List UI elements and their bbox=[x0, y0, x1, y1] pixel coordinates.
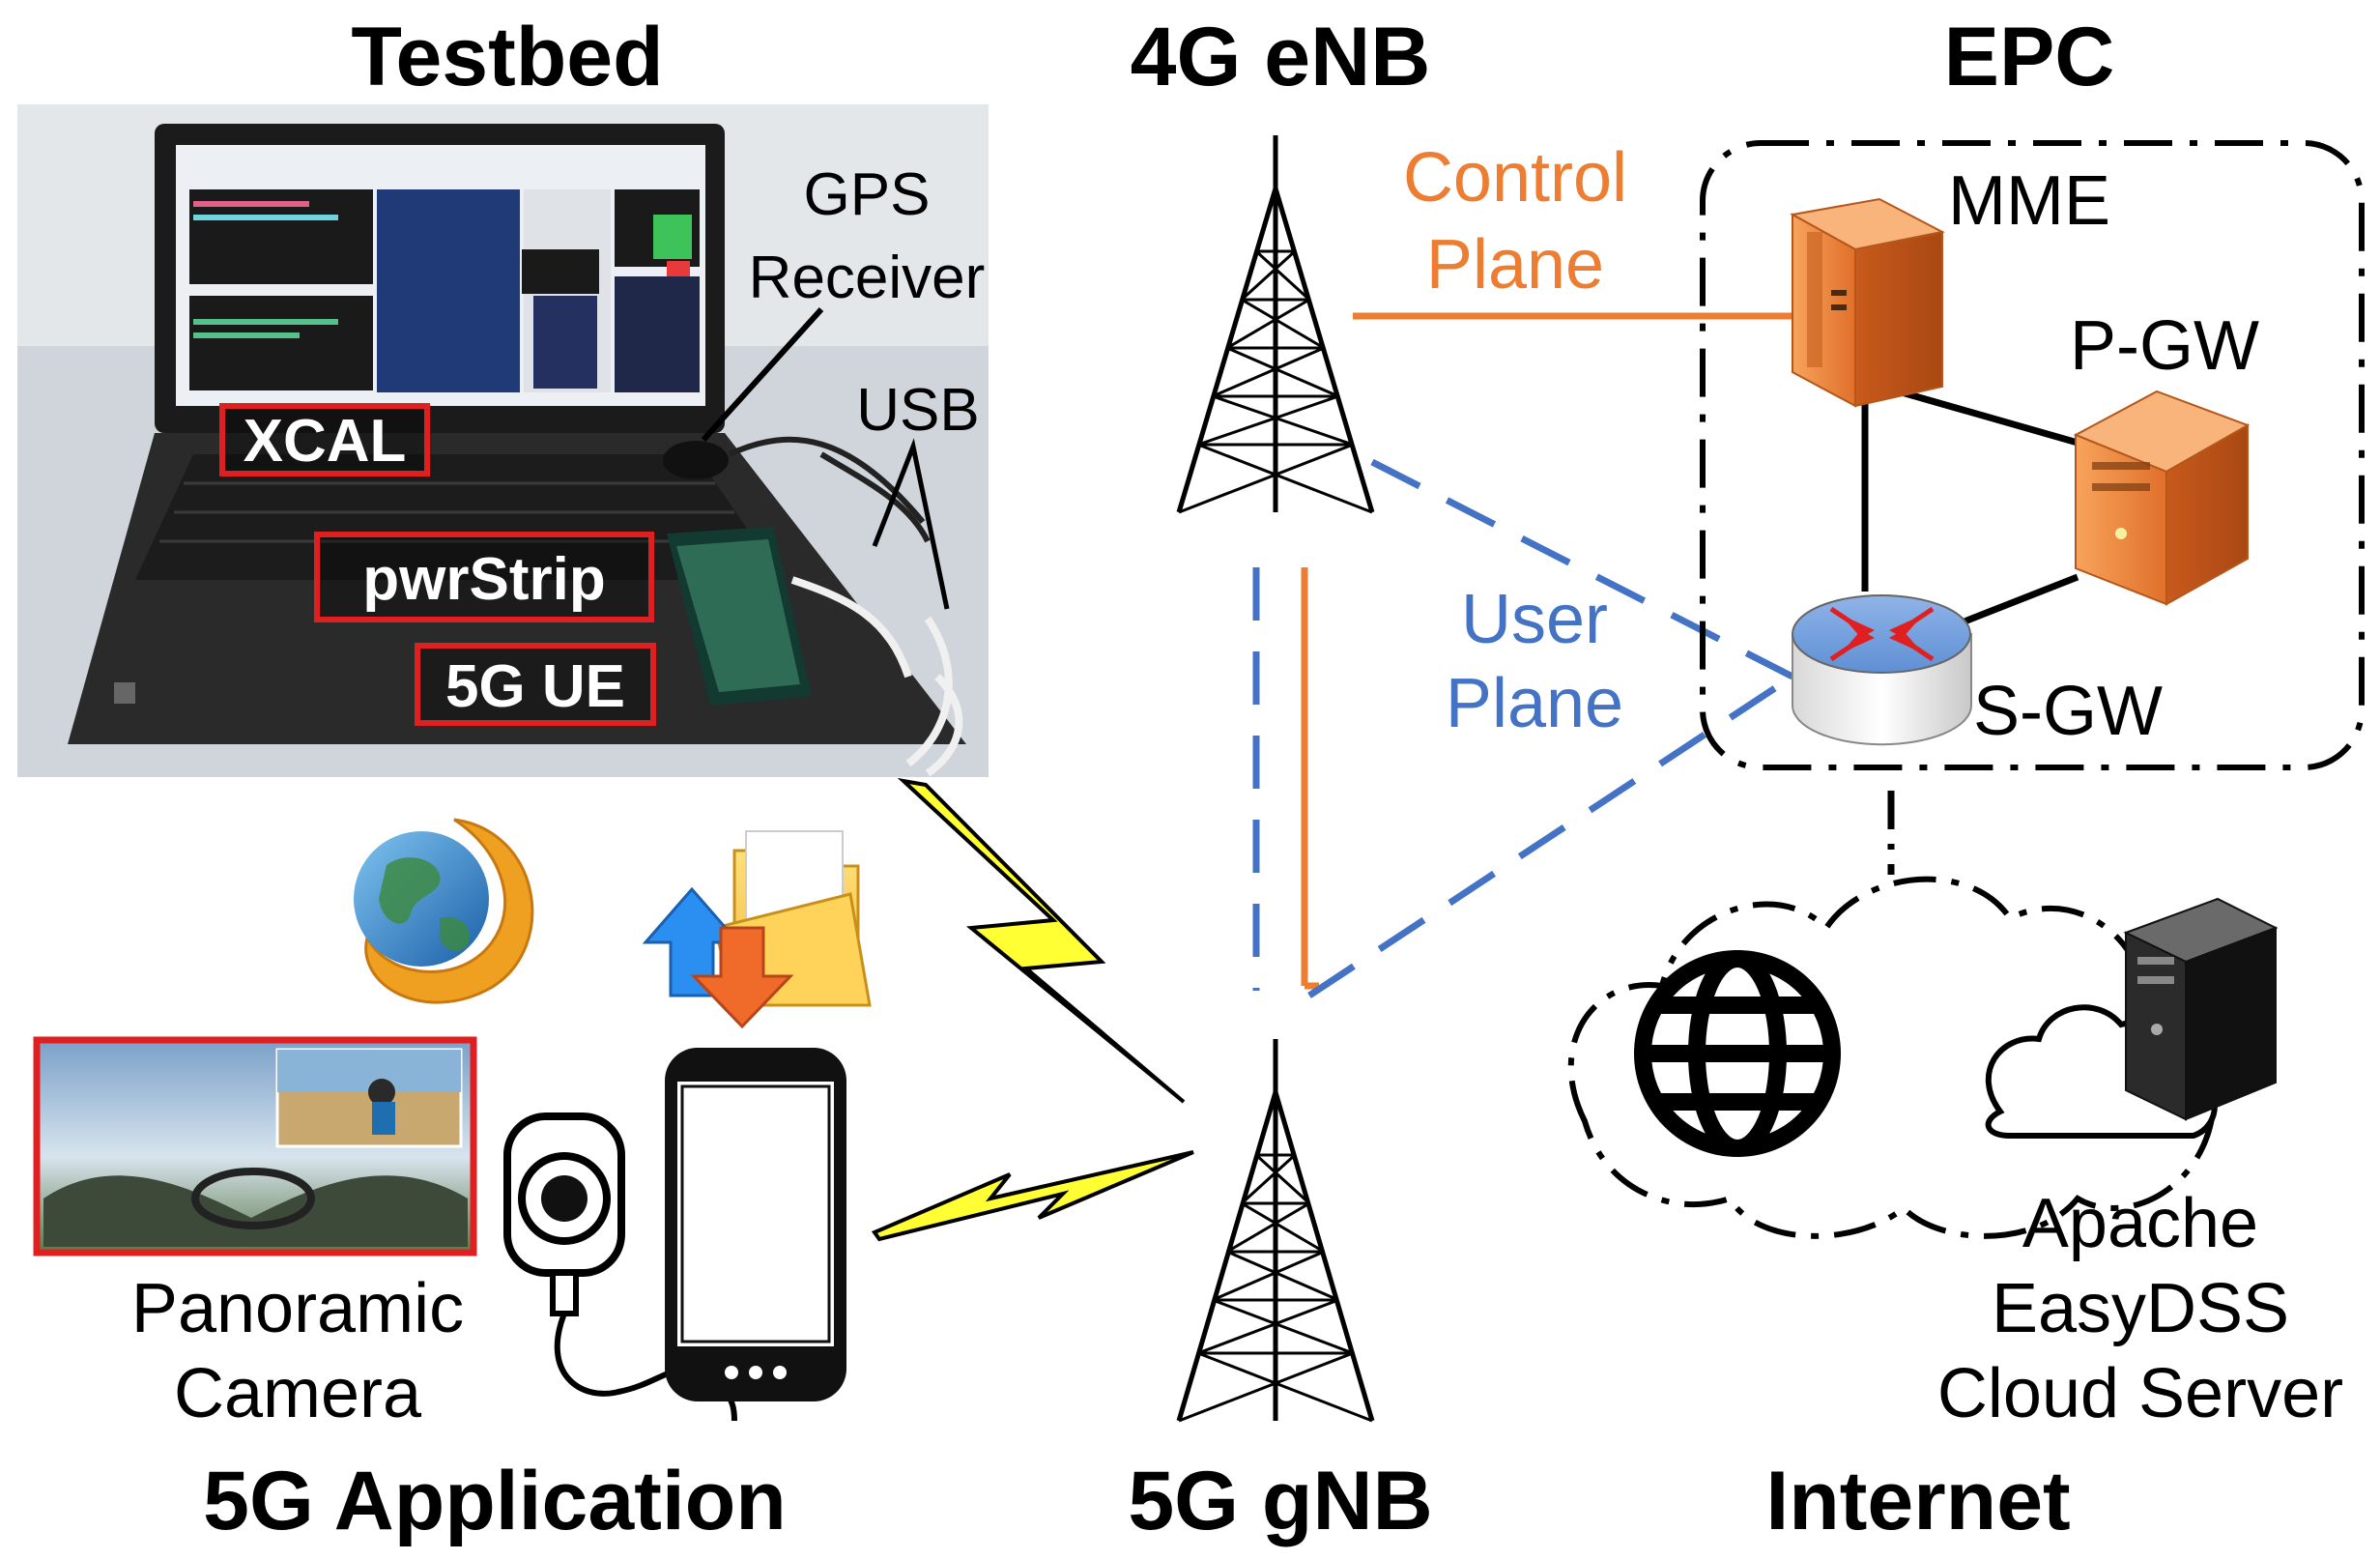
enb-tower bbox=[1176, 135, 1375, 514]
epc-heading: EPC bbox=[1944, 11, 2115, 103]
gps-receiver-callout: GPS Receiver bbox=[701, 161, 986, 443]
laptop-screen bbox=[155, 124, 725, 433]
gps-label-line2: Receiver bbox=[749, 245, 986, 311]
epc-boundary bbox=[1700, 140, 2365, 770]
testbed-heading: Testbed bbox=[351, 11, 663, 103]
pgw-server-icon bbox=[2073, 390, 2251, 606]
server-label-line2: EasyDSS bbox=[1992, 1270, 2289, 1347]
browser-icon bbox=[354, 818, 534, 1004]
phone-in-photo bbox=[667, 527, 812, 706]
xcal-label: XCAL bbox=[244, 408, 407, 475]
gps-label-line1: GPS bbox=[804, 161, 931, 228]
pwrstrip-label: pwrStrip bbox=[362, 546, 605, 613]
server-label-line3: Cloud Server bbox=[1937, 1355, 2343, 1432]
globe-icon bbox=[1634, 950, 1841, 1157]
internet-heading: Internet bbox=[1765, 1455, 2070, 1547]
panoramic-camera-icon bbox=[503, 1112, 737, 1422]
gnb-tower bbox=[1176, 1039, 1375, 1423]
camera-label-line2: Camera bbox=[174, 1355, 422, 1432]
sgw-router-icon bbox=[1792, 594, 1972, 746]
camera-label-line1: Panoramic bbox=[131, 1270, 464, 1347]
mme-server-icon bbox=[1790, 197, 1945, 408]
pgw-label: P-GW bbox=[2070, 307, 2259, 385]
gps-puck bbox=[663, 441, 729, 479]
epc-links bbox=[1861, 381, 2079, 634]
usb-callout: USB bbox=[856, 377, 980, 610]
ue-label: 5G UE bbox=[445, 653, 625, 720]
user-plane-label-line1: User bbox=[1461, 581, 1608, 658]
user-plane-label-line2: Plane bbox=[1446, 665, 1623, 742]
testbed-photo bbox=[17, 104, 989, 777]
control-plane-label-line1: Control bbox=[1403, 139, 1627, 217]
usb-label: USB bbox=[856, 377, 979, 444]
file-transfer-icon bbox=[642, 830, 872, 1029]
phone-to-gnb-lightning-icon bbox=[871, 1150, 1194, 1242]
testbed-to-gnb-lightning-icon bbox=[897, 777, 1186, 1104]
xcal-label-box: XCAL bbox=[219, 403, 430, 477]
enb-heading: 4G eNB bbox=[1131, 11, 1431, 103]
control-plane-links bbox=[1301, 312, 1792, 990]
mme-label: MME bbox=[1948, 162, 2110, 240]
pwrstrip-label-box: pwrStrip bbox=[314, 532, 654, 622]
ue-label-box: 5G UE bbox=[415, 643, 656, 726]
control-plane-label-line2: Plane bbox=[1426, 226, 1604, 303]
gnb-heading: 5G gNB bbox=[1128, 1455, 1432, 1547]
server-label-line1: Apache bbox=[2022, 1185, 2258, 1262]
smartphone-icon bbox=[665, 1048, 846, 1401]
application-heading: 5G Application bbox=[203, 1455, 787, 1547]
cloud-server-icon bbox=[1985, 897, 2279, 1139]
sgw-label: S-GW bbox=[1973, 673, 2163, 750]
user-plane-links bbox=[1252, 458, 1794, 998]
panoramic-video-preview bbox=[33, 1036, 477, 1257]
